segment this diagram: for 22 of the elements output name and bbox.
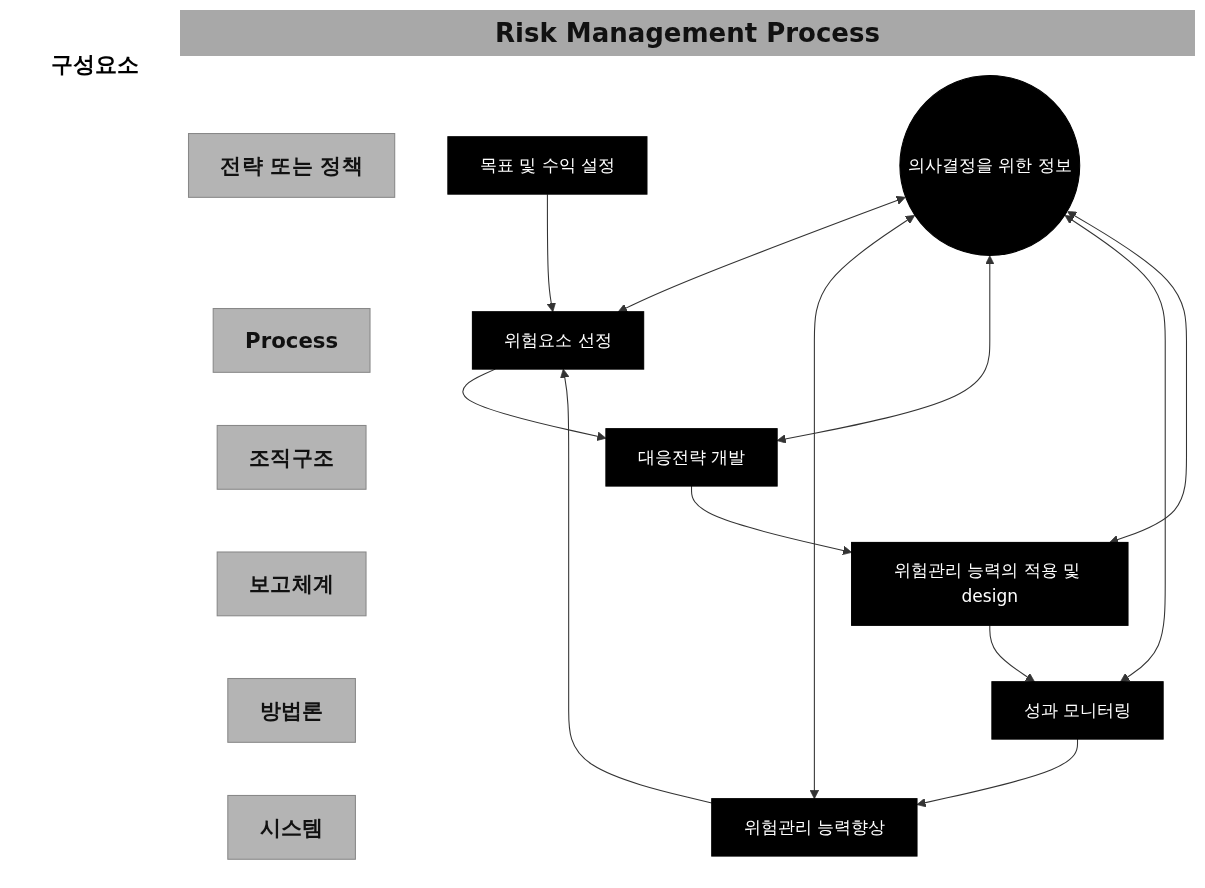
title-banner: Risk Management Process (180, 10, 1195, 56)
column-heading: 구성요소 (51, 51, 139, 79)
arrow (1067, 210, 1187, 544)
node-circle: 의사결정을 위한 정보 (899, 74, 1081, 256)
node-box: 대응전략 개발 (605, 427, 778, 487)
node-box: 시스템 (227, 794, 356, 860)
arrow (1064, 214, 1166, 682)
node-box: 성과 모니터링 (991, 680, 1164, 740)
arrow (989, 624, 1035, 682)
node-box: 보고체계 (216, 551, 367, 616)
node-box: 조직구조 (216, 424, 367, 490)
arrow (691, 485, 852, 555)
node-box: Process (212, 307, 371, 373)
arrow (809, 214, 915, 799)
arrow (546, 193, 556, 312)
node-box: 전략 또는 정책 (188, 132, 396, 198)
node-box: 위험관리 능력의 적용 및 design (851, 541, 1129, 626)
node-box: 위험관리 능력향상 (711, 797, 918, 857)
node-box: 위험요소 선정 (471, 310, 645, 370)
node-box: 목표 및 수익 설정 (447, 135, 648, 195)
node-box: 방법론 (227, 677, 356, 743)
arrow (617, 195, 906, 312)
